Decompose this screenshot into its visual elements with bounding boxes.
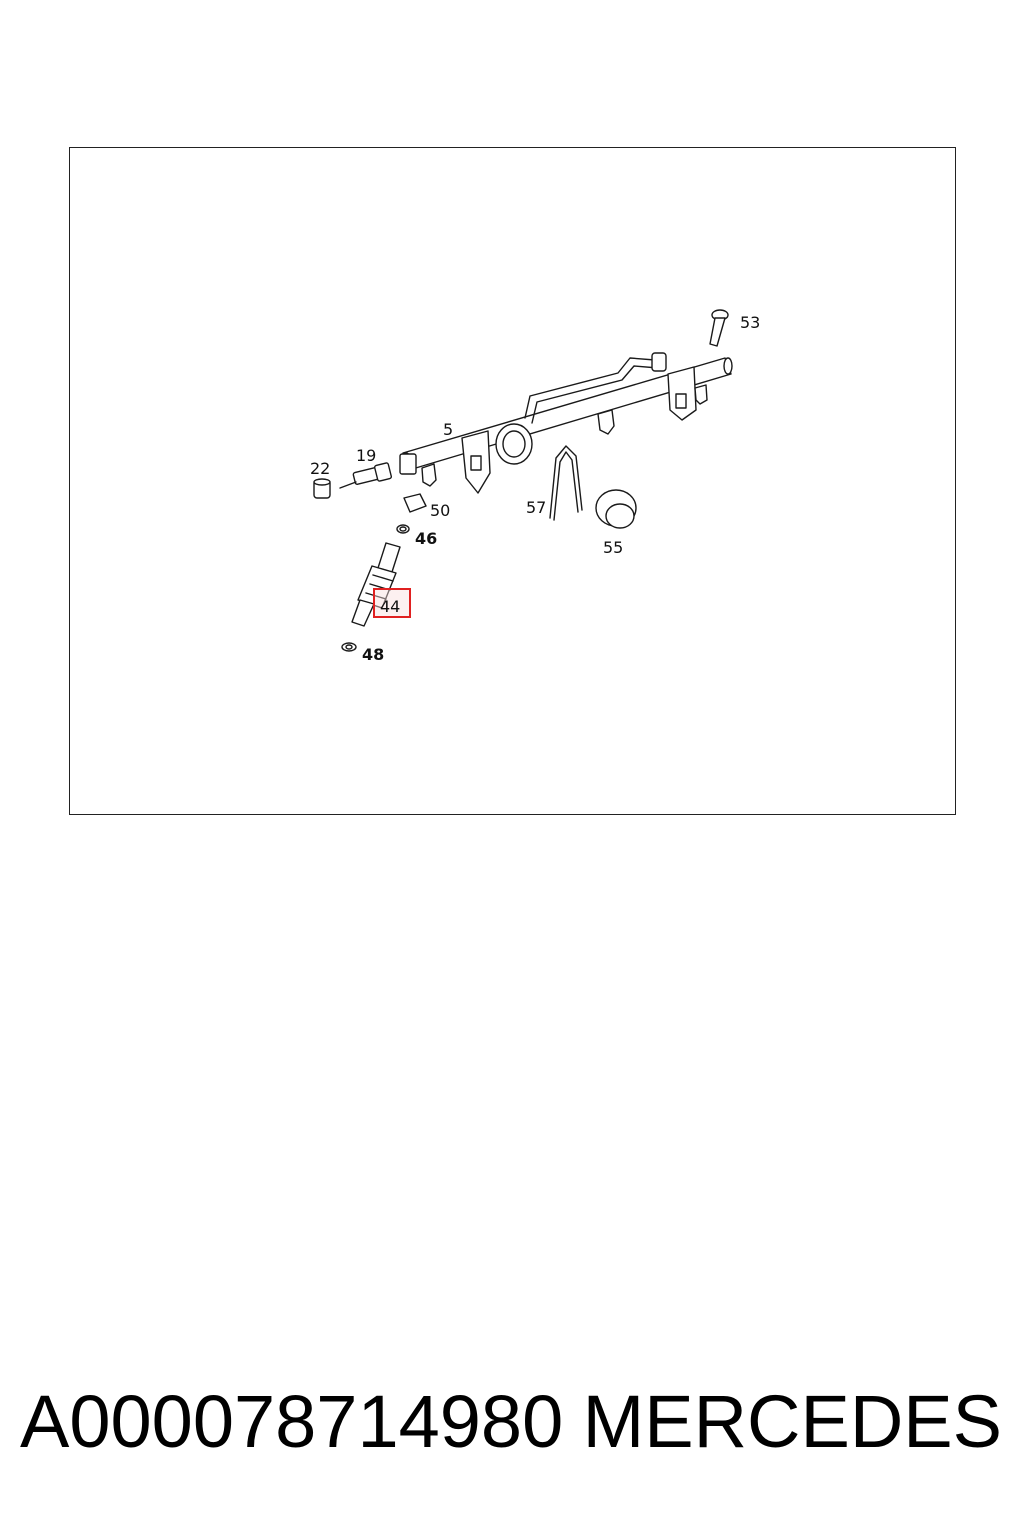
callout-5: 5 xyxy=(443,420,453,439)
callout-46: 46 xyxy=(415,529,437,548)
diagram-frame: 53 5 19 22 50 46 57 55 44 48 xyxy=(69,147,956,815)
highlight-box xyxy=(373,588,411,618)
callout-44: 44 xyxy=(380,597,400,616)
pressure-damper xyxy=(595,489,637,529)
fuel-rail xyxy=(399,352,733,494)
fuel-injector xyxy=(351,542,401,627)
callout-55: 55 xyxy=(603,538,623,557)
callout-57: 57 xyxy=(526,498,546,517)
callout-53: 53 xyxy=(740,313,760,332)
fuel-rail-exploded-view: 53 5 19 22 50 46 57 55 44 48 xyxy=(310,309,760,664)
cap xyxy=(313,478,331,499)
fitting xyxy=(339,462,393,489)
callout-48: 48 xyxy=(362,645,384,664)
part-number: A000078714980 xyxy=(20,1380,564,1463)
o-ring-lower xyxy=(341,642,357,652)
retaining-spring xyxy=(549,445,583,521)
callout-19: 19 xyxy=(356,446,376,465)
callout-50: 50 xyxy=(430,501,450,520)
o-ring-upper xyxy=(396,524,410,534)
footer: A000078714980 MERCEDES xyxy=(0,1372,1024,1472)
bolt xyxy=(709,309,729,347)
callout-22: 22 xyxy=(310,459,330,478)
brand-name: MERCEDES xyxy=(582,1380,1002,1463)
clip xyxy=(403,493,427,513)
